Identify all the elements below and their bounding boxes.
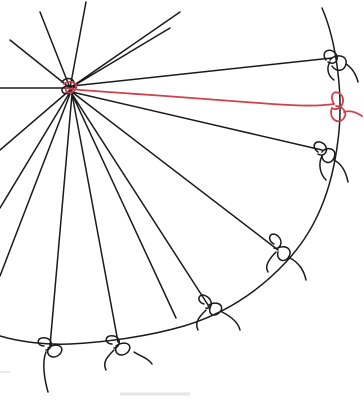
spoke-5: [72, 94, 176, 318]
knot-tail-2: [222, 312, 240, 330]
strand-top: [70, 2, 86, 88]
highlighted-knot: [331, 92, 345, 121]
spoke-8: [0, 94, 70, 276]
spoke-6: [72, 94, 118, 342]
outer-rim-arc: [0, 8, 340, 344]
highlighted-strand: [64, 82, 334, 106]
spoke-9: [0, 92, 70, 208]
spoke-7: [50, 94, 72, 346]
strand-top-right-2: [70, 28, 170, 88]
knot-tail-1: [134, 352, 152, 364]
knot-tail-3: [290, 258, 306, 280]
highlighted-tail: [344, 111, 362, 116]
knot-tail-4: [334, 160, 348, 182]
rim-knot-6: [38, 338, 62, 392]
knot-tail-5: [346, 64, 358, 82]
spoke-1: [72, 58, 332, 86]
rim-knot-3: [267, 234, 290, 272]
spoke-4: [72, 94, 210, 308]
